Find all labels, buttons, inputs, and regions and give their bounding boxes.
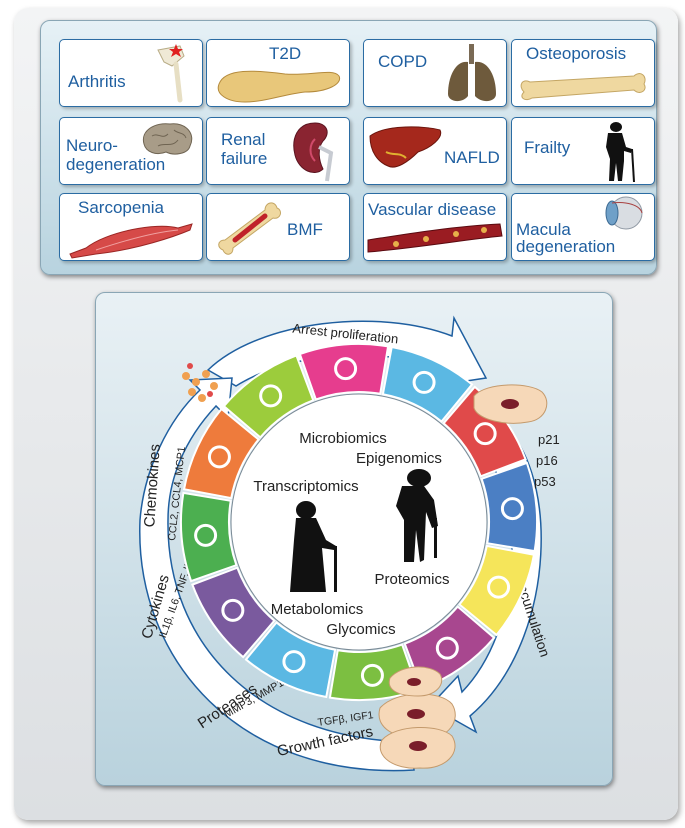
omics-proteomics: Proteomics [374,571,449,588]
segment-icon [435,636,459,660]
chemokines-label: Chemokines [141,444,164,528]
omics-microbiomics: Microbiomics [299,430,387,447]
disease-card-frailty: Frailty [511,117,655,185]
disease-label: Arthritis [68,72,126,91]
omics-transcriptomics: Transcriptomics [253,478,358,495]
segment-icon [412,370,436,394]
disease-card-nafld: NAFLD [363,117,507,185]
omics-metabolomics: Metabolomics [271,601,364,618]
disease-card-arthritis: Arthritis [59,39,203,107]
segment-icon [282,650,306,674]
brain-icon [142,123,193,155]
disease-card-macula-degeneration: Macula degeneration [511,193,655,261]
disease-label: BMF [287,220,323,239]
disease-card-renal-failure: Renal failure [206,117,350,185]
mitochondria-segment [244,621,337,699]
disease-label: NAFLD [444,148,500,167]
disease-label: failure [221,149,268,168]
segment-icon [473,422,497,446]
inflammation-segment [298,343,390,401]
disease-label: Sarcopenia [78,198,165,217]
omics-epigenomics: Epigenomics [356,450,442,467]
membrane-segment [458,544,536,637]
cycle-ring [180,343,538,701]
disease-label: Osteoporosis [526,44,627,63]
bone-marrow-icon [218,202,281,255]
segment-icon [334,357,358,381]
kidney-icon [293,122,334,182]
senescent-cell-cluster [378,666,456,769]
femur-bone-icon [520,73,646,101]
segment-icon [360,663,384,687]
muscle-icon [69,223,193,259]
disease-card-osteoporosis: Osteoporosis [511,39,655,107]
elderly-person-icon [606,122,635,183]
blood-vessel-icon [367,223,503,253]
disease-card-copd: COPD [363,39,507,107]
stress-segment [222,354,315,439]
organelle-segment [191,566,276,659]
marker-p53: p53 [534,474,556,489]
disease-label: Neuro- [66,136,118,155]
disease-label: COPD [378,52,428,71]
secreted-factors-icon [182,363,218,402]
elderly-man-silhouette [396,469,438,562]
disease-card-neurodegeneration: Neuro- degeneration [59,117,203,185]
disease-card-sarcopenia: Sarcopenia [59,193,203,261]
segment-icon [259,384,283,408]
disease-card-bmf: BMF [206,193,350,261]
liver-icon [369,126,442,168]
segment-icon [207,445,231,469]
shoulder-bone-icon [157,44,185,103]
disease-label: degeneration [66,155,166,174]
segment-icon [500,497,524,521]
chromosome-segment [480,461,538,553]
disease-label: Vascular disease [368,200,497,219]
elderly-woman-silhouette [290,501,337,592]
disease-label: Macula [516,220,571,239]
omics-glycomics: Glycomics [326,621,395,638]
disease-label: Frailty [524,138,571,157]
segment-icon [221,598,245,622]
sasp-arrow [139,377,415,772]
segment-icon [194,523,218,547]
lungs-icon [448,44,496,102]
dna-damage-segment [381,345,474,423]
age-related-diseases-panel: Arthritis T2D COPD Osteoporosis Neuro- d… [40,20,657,275]
disease-card-vascular-disease: Vascular disease [363,193,507,261]
senescent-cell-top-right [473,384,548,424]
disease-card-t2d: T2D [206,39,350,107]
disease-label: Renal [221,130,266,149]
eye-icon [605,196,643,230]
disease-label: degeneration [516,237,616,256]
proliferation-segment [182,407,260,500]
cell-cycle-segment [180,491,238,583]
segment-icon [487,575,511,599]
marker-p16: p16 [536,453,558,468]
marker-p21: p21 [538,432,560,447]
pancreas-icon [217,70,341,103]
disease-label: T2D [269,44,302,63]
